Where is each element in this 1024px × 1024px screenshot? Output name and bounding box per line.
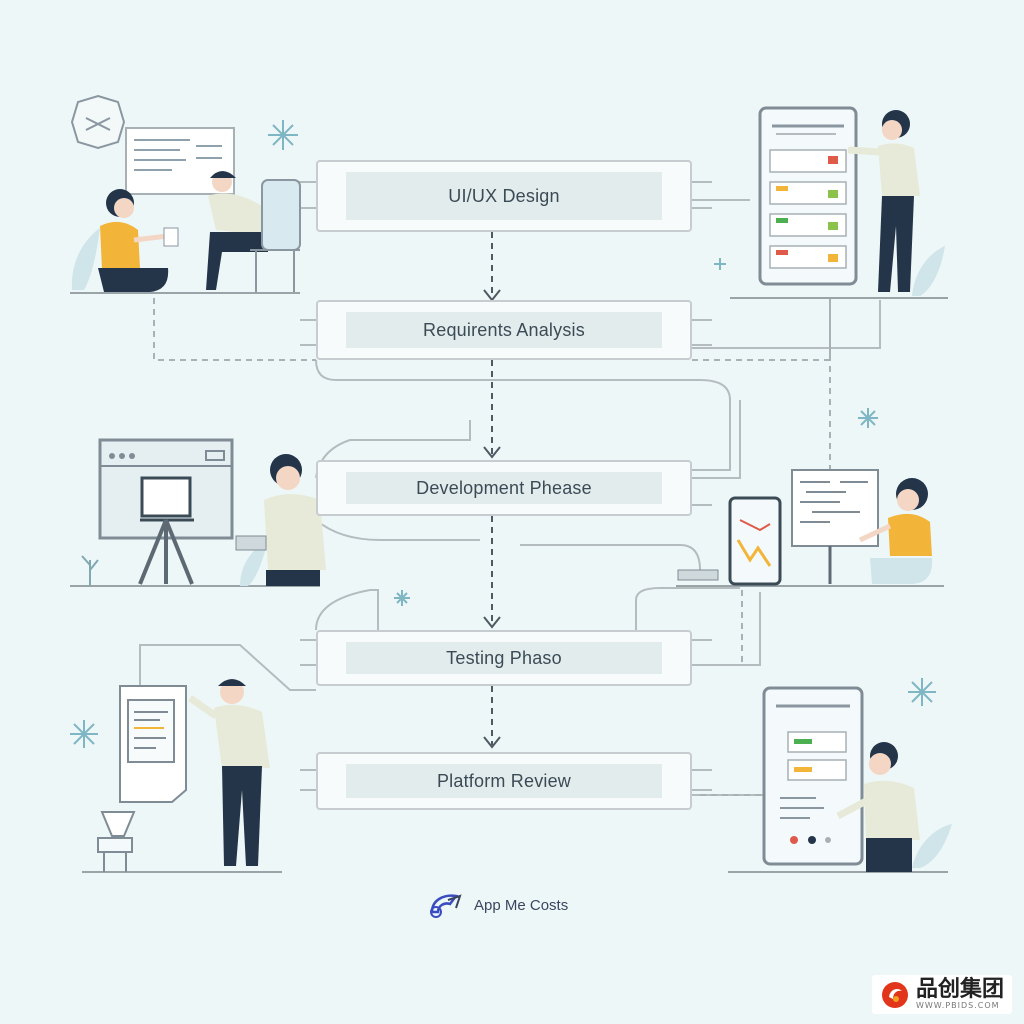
scene-meeting [70,94,301,292]
settings-badge-icon [70,94,126,150]
scene-analytics [677,469,933,586]
brand-label: App Me Costs [474,896,569,914]
stage-development-phase[interactable]: Development Phease [316,460,692,516]
scene-mobile-design [758,106,920,292]
brand-footer: App Me Costs [426,890,568,920]
stage-testing-phase[interactable]: Testing Phaso [316,630,692,686]
brand-logo-icon [430,894,462,918]
stage-label: Testing Phaso [346,642,662,674]
plant-icons [71,228,952,868]
watermark-text: 品创集团 WWW.PBIDS.COM [915,977,1004,1011]
watermark-logo-icon [881,981,908,1008]
scene-review [762,686,920,872]
stage-label: Development Phease [346,472,662,504]
watermark-chinese: 品创集团 [915,977,1004,1002]
stage-label: Requirents Analysis [346,312,662,348]
sparkle-icons [70,120,936,748]
stage-label: Platform Review [346,764,662,798]
scene-development [98,438,326,586]
ground-lines [70,292,948,873]
stage-requirements-analysis[interactable]: Requirents Analysis [316,300,692,360]
stage-ui-ux-design[interactable]: UI/UX Design [316,160,692,232]
watermark: 品创集团 WWW.PBIDS.COM [871,975,1012,1014]
stage-label: UI/UX Design [346,172,662,220]
stage-platform-review[interactable]: Platform Review [316,752,692,810]
watermark-latin: WWW.PBIDS.COM [915,1001,1000,1010]
flow-arrows [483,232,501,749]
scene-testing [97,679,270,872]
